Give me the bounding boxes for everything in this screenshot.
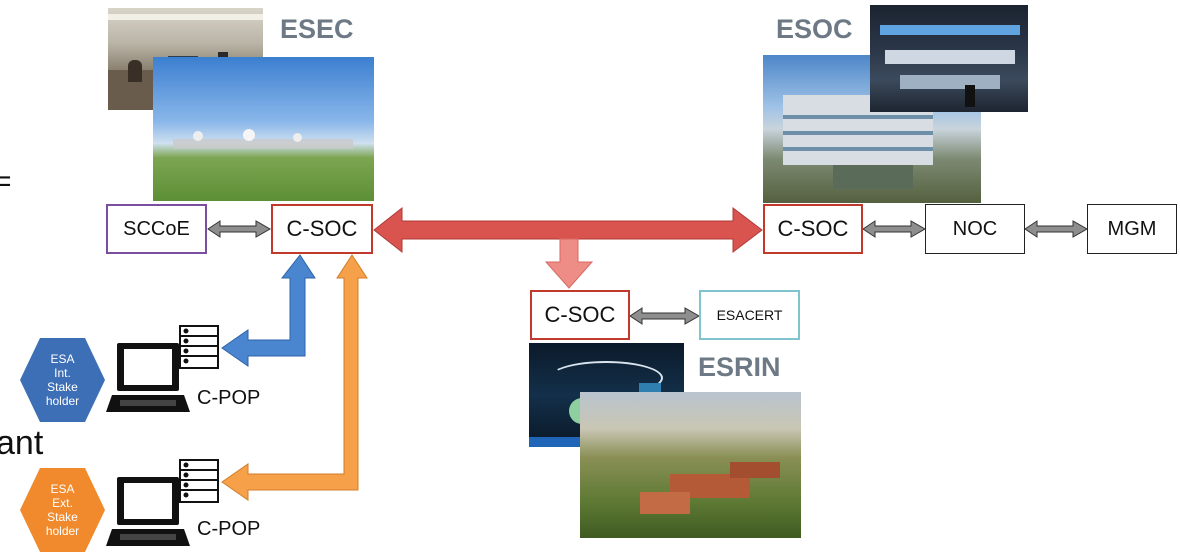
orange-stakeholder-arrow	[221, 254, 368, 501]
stakeholder-ext-hexagon	[20, 468, 105, 552]
esec-label: ESEC	[280, 14, 354, 44]
stakeholder-ext-line3: Stake	[47, 510, 78, 524]
esoc-csoc-node: C-SOC	[763, 204, 863, 254]
stakeholder-ext-line1: ESA	[50, 482, 75, 496]
esec-station-photo	[153, 57, 374, 201]
esrin-label: ESRIN	[698, 352, 781, 382]
stakeholder-int-label: ESA Int. Stake holder	[30, 352, 95, 408]
stakeholder-ext-line4: holder	[45, 524, 80, 538]
cropped-left-word: ant	[0, 424, 44, 462]
red-branch-arrow	[544, 238, 594, 289]
cpop-int-label: C-POP	[197, 387, 261, 409]
esec-csoc-node: C-SOC	[271, 204, 373, 254]
esrin-csoc-esacert-arrow	[629, 307, 701, 325]
laptop-icon	[106, 477, 190, 546]
stakeholder-int-line1: ESA	[50, 352, 75, 366]
double-arrow-icon	[207, 220, 1089, 325]
cpop-ext-label: C-POP	[197, 518, 261, 540]
esoc-csoc-noc-arrow	[862, 220, 927, 238]
laptop-icon	[106, 343, 190, 412]
sccoe-node: SCCoE	[106, 204, 207, 254]
cropped-left-mark: =	[0, 165, 12, 198]
stakeholder-ext-label: ESA Ext. Stake holder	[30, 482, 95, 538]
noc-node: NOC	[925, 204, 1025, 254]
server-rack-icon	[179, 325, 219, 369]
blue-stakeholder-arrow	[221, 254, 316, 367]
esrin-aerial-photo	[580, 392, 801, 538]
stakeholder-int-line4: holder	[45, 394, 80, 408]
stakeholder-int-line3: Stake	[47, 380, 78, 394]
server-rack-icon	[179, 459, 219, 503]
esacert-node: ESACERT	[699, 290, 800, 340]
sccoe-csoc-arrow	[207, 220, 272, 238]
esrin-csoc-node: C-SOC	[530, 290, 630, 340]
red-main-arrow	[373, 206, 763, 254]
mgm-node: MGM	[1087, 204, 1177, 254]
stakeholder-int-hexagon	[20, 338, 105, 422]
noc-mgm-arrow	[1024, 220, 1089, 238]
stakeholder-ext-line2: Ext.	[52, 496, 73, 510]
esoc-label: ESOC	[776, 14, 853, 44]
esoc-control-room-photo	[870, 5, 1028, 112]
stakeholder-int-line2: Int.	[54, 366, 71, 380]
